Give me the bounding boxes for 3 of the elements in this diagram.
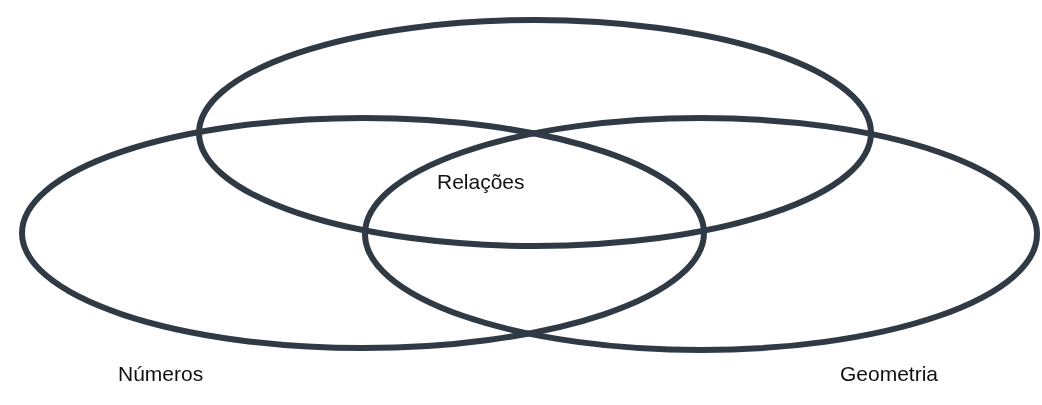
set-label: Relações xyxy=(437,170,525,194)
set-label: Geometria xyxy=(840,362,939,386)
set-label: Números xyxy=(118,362,204,386)
